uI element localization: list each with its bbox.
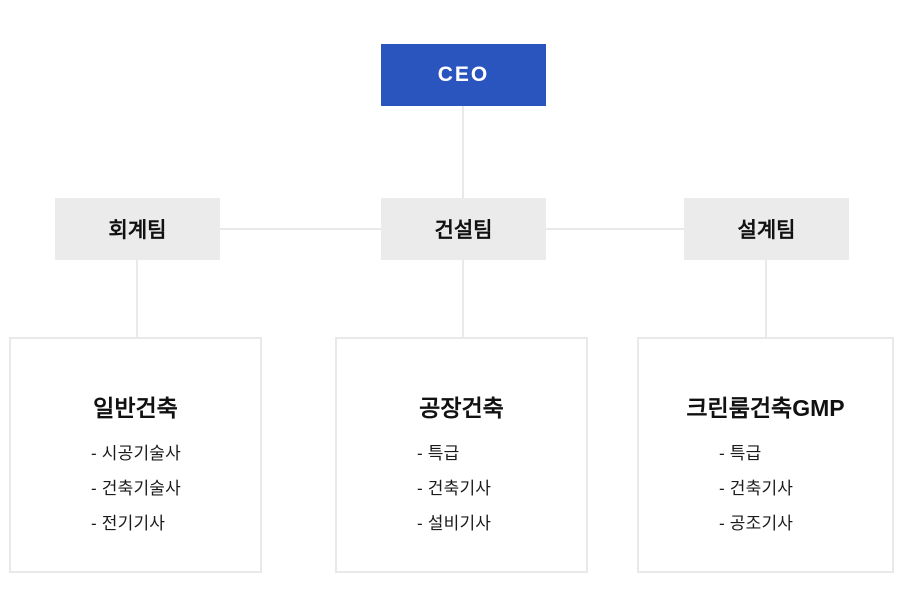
dept-item: - 공조기사: [719, 514, 794, 533]
team-node-accounting: 회계팀: [55, 198, 220, 260]
dept-box-general-construction: 일반건축 - 시공기술사 - 건축기술사 - 전기기사: [9, 337, 262, 573]
ceo-label: CEO: [437, 63, 490, 86]
team-node-design: 설계팀: [684, 198, 849, 260]
team-node-construction: 건설팀: [381, 198, 546, 260]
connector-construction-to-factory-dept: [462, 260, 464, 337]
team-label-construction: 건설팀: [434, 219, 493, 242]
dept-item: - 건축기술사: [91, 479, 181, 498]
dept-title: 공장건축: [419, 395, 504, 421]
dept-title: 일반건축: [93, 395, 178, 421]
connector-construction-to-design: [546, 228, 684, 230]
connector-accounting-to-construction: [220, 228, 381, 230]
team-label-design: 설계팀: [737, 219, 796, 242]
dept-item: - 특급: [417, 444, 460, 463]
connector-ceo-to-construction-team: [462, 106, 464, 198]
dept-item: - 건축기사: [417, 479, 492, 498]
ceo-node: CEO: [381, 44, 546, 106]
dept-item: - 설비기사: [417, 514, 492, 533]
connector-design-to-cleanroom-dept: [765, 260, 767, 337]
dept-item: - 시공기술사: [91, 444, 181, 463]
dept-box-factory-construction: 공장건축 - 특급 - 건축기사 - 설비기사: [335, 337, 588, 573]
dept-item: - 건축기사: [719, 479, 794, 498]
dept-item: - 특급: [719, 444, 762, 463]
dept-box-cleanroom-gmp: 크린룸건축GMP - 특급 - 건축기사 - 공조기사: [637, 337, 894, 573]
dept-item: - 전기기사: [91, 514, 166, 533]
team-label-accounting: 회계팀: [108, 219, 167, 242]
connector-accounting-to-general-dept: [136, 260, 138, 337]
dept-title: 크린룸건축GMP: [686, 395, 845, 421]
